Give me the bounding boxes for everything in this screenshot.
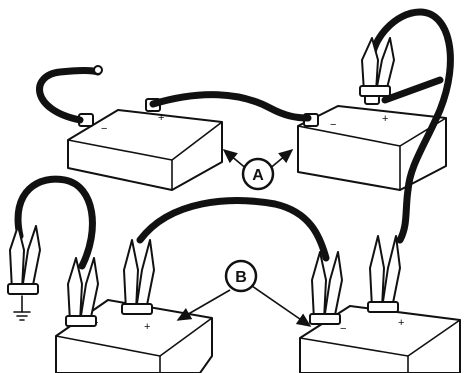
callout-a-label: A (252, 167, 264, 184)
jumper-clamp-icon (65, 257, 99, 327)
terminal-minus-mark: − (330, 119, 336, 131)
cable-left-ground (36, 67, 102, 124)
cable-top-right-long (368, 8, 454, 244)
jumper-clamp-icon (367, 235, 401, 313)
ground-symbol-icon (13, 295, 31, 321)
callout-a: A (222, 148, 294, 191)
jumper-clamp-icon (359, 37, 395, 97)
jumper-clamp-icon (309, 251, 343, 325)
ground-end-icon (93, 65, 103, 75)
battery-top-right (297, 105, 447, 191)
cable-bottom-left-loop (14, 175, 96, 270)
jumper-clamp-icon (7, 225, 41, 295)
battery-top-left (67, 109, 223, 191)
terminal-plus-mark: + (382, 113, 388, 125)
callout-b-label: B (235, 269, 247, 286)
cable-top-right-short (381, 76, 444, 104)
cable-top-bridge (149, 91, 312, 122)
callout-b: B (176, 259, 312, 327)
terminal-plus-mark: + (398, 317, 404, 329)
cable-bottom-bridge (136, 197, 330, 262)
terminal-minus-mark: − (101, 123, 107, 135)
terminal-plus-mark: + (158, 112, 164, 124)
terminal-plus-mark: + (144, 321, 150, 333)
jumper-clamp-icon (121, 239, 155, 315)
terminal-minus-mark: − (340, 323, 346, 335)
